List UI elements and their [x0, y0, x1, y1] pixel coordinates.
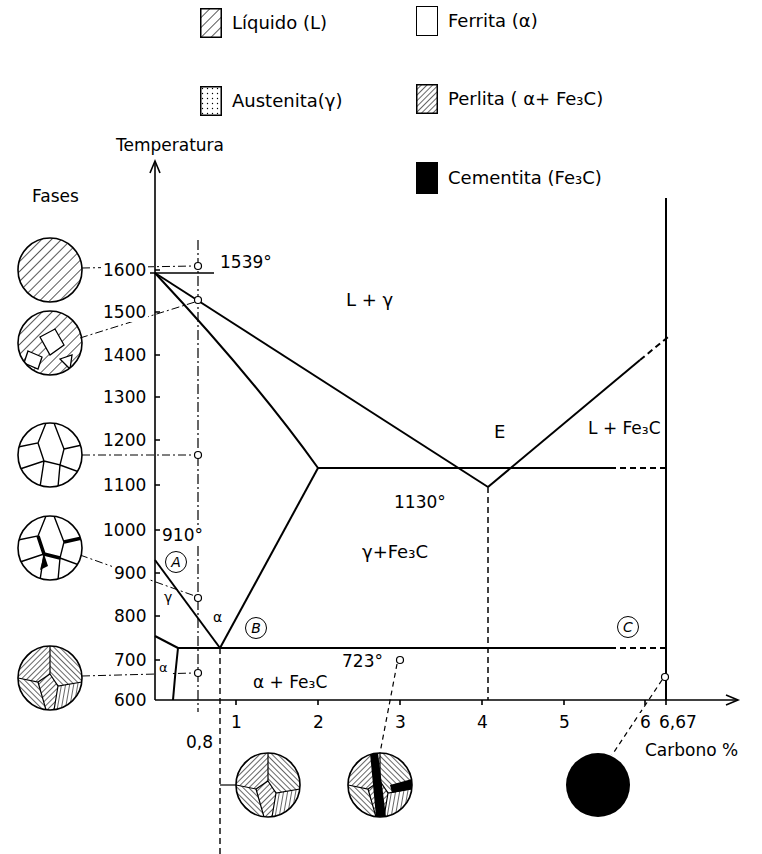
temperature-label: 910° [160, 526, 205, 545]
legend-swatch [200, 8, 222, 38]
node-text: B [251, 621, 261, 635]
temperature-label: 723° [340, 652, 385, 671]
axis-tick-label: 3 [393, 713, 408, 732]
axis-tick-label: 900 [112, 564, 148, 583]
axis-title: Temperatura [114, 136, 226, 155]
axis-tick-label: 6 [638, 713, 653, 732]
axis-title: Carbono % [643, 741, 740, 760]
axis-tick-label: 4 [475, 713, 490, 732]
axis-tick-label: 0,8 [184, 733, 215, 752]
axis-tick-label: 800 [112, 607, 148, 626]
node-text: C [623, 620, 633, 634]
region-label: γ+Fe₃C [360, 542, 430, 562]
circled-letter: A [165, 551, 187, 573]
temperature-label: 1539° [218, 253, 274, 272]
legend-text: Austenita(γ) [232, 91, 342, 111]
column-title: Fases [30, 187, 81, 206]
axis-tick-label: 1200 [101, 431, 148, 450]
temperature-label: 1130° [392, 493, 448, 512]
axis-tick-label: 1300 [101, 388, 148, 407]
axis-tick-label: 1500 [101, 303, 148, 322]
axis-tick-label: 600 [112, 691, 148, 710]
legend-swatch [200, 86, 222, 116]
region-label: L + γ [344, 290, 395, 310]
legend-text: Cementita (Fe₃C) [448, 168, 602, 188]
node-text: A [171, 555, 181, 569]
legend-text: Líquido (L) [232, 13, 327, 33]
axis-tick-label: 1000 [101, 521, 148, 540]
region-label: α [211, 610, 224, 625]
axis-tick-label: 5 [557, 713, 572, 732]
axis-tick-label: 1600 [101, 261, 148, 280]
point-label: E [492, 422, 507, 442]
axis-tick-label: 1100 [101, 476, 148, 495]
region-label: α [157, 661, 170, 675]
axis-tick-label: 6,67 [657, 713, 699, 732]
axis-tick-label: 700 [112, 651, 148, 670]
circled-letter: B [245, 617, 267, 639]
axis-tick-label: 1 [229, 713, 244, 732]
legend-swatch [416, 84, 438, 114]
legend-text: Ferrita (α) [448, 11, 538, 31]
legend-swatch [416, 6, 438, 36]
region-label: α + Fe₃C [251, 673, 329, 692]
legend-swatch [416, 162, 438, 194]
circled-letter: C [617, 616, 639, 638]
axis-tick-label: 2 [311, 713, 326, 732]
region-label: L + Fe₃C [586, 419, 663, 438]
region-label: γ [162, 590, 174, 605]
axis-tick-label: 1400 [101, 346, 148, 365]
legend-text: Perlita ( α+ Fe₃C) [448, 89, 603, 109]
